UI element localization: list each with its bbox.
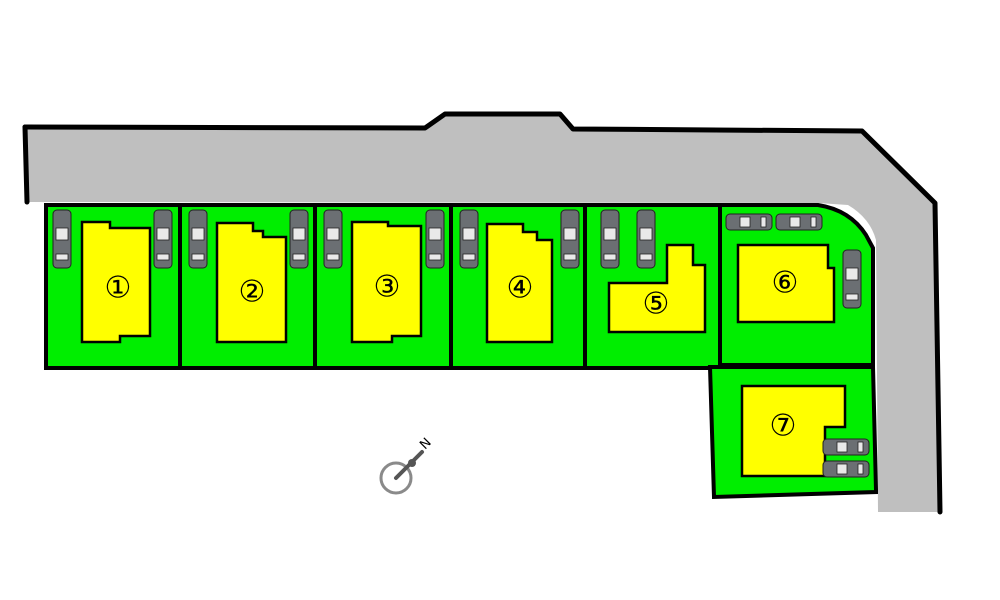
car-icon [52, 209, 72, 269]
car-icon [459, 209, 479, 269]
car-icon [842, 249, 862, 309]
compass-n-label: N [417, 435, 434, 452]
car-icon [822, 438, 870, 456]
car-icon [775, 213, 823, 231]
car-icon [425, 209, 445, 269]
lot-1-house [80, 220, 152, 344]
compass-ring [379, 461, 413, 495]
compass-center [408, 459, 416, 467]
parked-cars [52, 209, 870, 478]
lot-1-label: ① [105, 271, 132, 306]
road [22, 111, 943, 515]
lot-7-house [740, 384, 847, 478]
lots: ① ② ③ ④ ⑤ ⑥ ⑦ [44, 203, 878, 500]
lot-4-house [485, 222, 554, 344]
lot-6[interactable]: ⑥ [718, 203, 875, 367]
lot-4-label: ④ [507, 271, 534, 306]
car-icon [725, 213, 773, 231]
car-icon [822, 460, 870, 478]
car-icon [600, 209, 620, 269]
car-icon [323, 209, 343, 269]
car-icon [289, 209, 309, 269]
lot-3-label: ③ [374, 270, 401, 305]
lot-5-label: ⑤ [643, 287, 670, 322]
car-icon [560, 209, 580, 269]
road-surface [25, 114, 940, 512]
lot-2-house [215, 221, 288, 344]
road-edge-west-end [22, 124, 30, 205]
road-edge-north [22, 111, 943, 515]
compass: N [379, 435, 435, 495]
lot-7-label: ⑦ [770, 409, 797, 444]
car-icon [188, 209, 208, 269]
lot-5-house [607, 243, 707, 334]
car-icon [636, 209, 656, 269]
car-icon [153, 209, 173, 269]
lot-6-label: ⑥ [772, 266, 799, 301]
lot-6-house [736, 243, 836, 324]
lot-3-house [350, 220, 423, 344]
lot-2-label: ② [239, 275, 266, 310]
